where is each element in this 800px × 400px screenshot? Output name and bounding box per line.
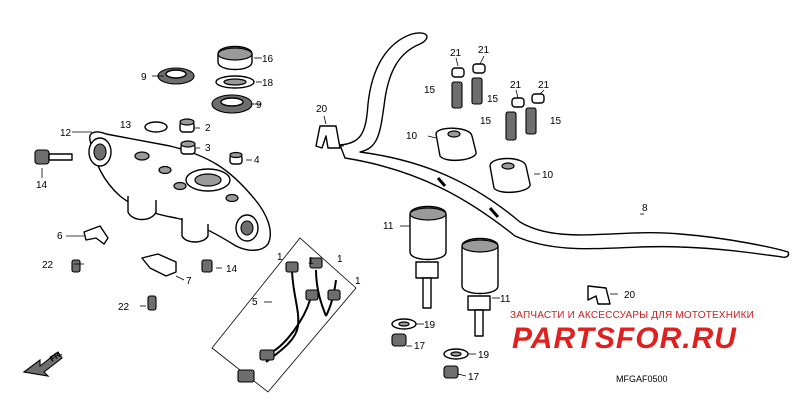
callout-13: 13 (120, 120, 132, 131)
wire-clamps (71, 225, 213, 311)
bolt-14-left (34, 149, 73, 165)
callout-22a: 22 (42, 260, 54, 271)
callout-16: 16 (262, 54, 274, 65)
bolts-15 (451, 63, 545, 141)
callout-15b: 15 (487, 94, 499, 105)
callout-3: 3 (205, 143, 211, 154)
bolt-caps (179, 118, 243, 165)
callout-17a: 17 (414, 341, 426, 352)
handlebar-part (339, 32, 790, 258)
callout-4: 4 (254, 155, 260, 166)
holder-upper (435, 127, 531, 194)
callout-1d: 1 (355, 276, 361, 287)
holder-lower-left (409, 205, 447, 309)
washers-nuts-lower (391, 318, 469, 379)
callout-15d: 15 (550, 116, 562, 127)
callout-21b: 21 (478, 45, 490, 56)
callout-6: 6 (57, 231, 63, 242)
callout-5: 5 (252, 297, 258, 308)
callout-21a: 21 (450, 48, 462, 59)
callout-18: 18 (262, 78, 274, 89)
front-direction-arrow: FR. (22, 349, 64, 377)
brand-logo: PARTSFOR.RU (512, 322, 737, 355)
callout-22b: 22 (118, 302, 130, 313)
callout-8: 8 (642, 203, 648, 214)
callout-19a: 19 (424, 320, 436, 331)
clips-20 (315, 125, 611, 305)
callout-20b: 20 (624, 290, 636, 301)
figure-code: MFGAF0500 (616, 374, 668, 384)
callout-11a: 11 (383, 221, 394, 232)
callout-15a: 15 (424, 85, 436, 96)
callout-1a: 1 (277, 252, 283, 263)
callout-labels: 9 16 18 9 13 12 2 3 4 14 6 22 7 14 22 5 … (36, 45, 648, 383)
callout-14b: 14 (226, 264, 238, 275)
callout-9: 9 (141, 72, 147, 83)
watermark-text: ЗАПЧАСТИ И АКСЕССУАРЫ ДЛЯ МОТОТЕХНИКИ (510, 310, 754, 321)
callout-19b: 19 (478, 350, 490, 361)
callout-1b: 1 (308, 256, 314, 267)
callout-20a: 20 (316, 104, 328, 115)
callout-17b: 17 (468, 372, 480, 383)
top-bridge-part (88, 131, 271, 251)
callout-9b: 9 (256, 100, 262, 111)
nut-washer-stack (211, 45, 255, 114)
callout-1c: 1 (337, 254, 343, 265)
callout-11b: 11 (500, 294, 511, 305)
callout-21c: 21 (510, 80, 522, 91)
holder-lower-right (461, 237, 499, 337)
callout-15c: 15 (480, 116, 492, 127)
callout-10a: 10 (406, 131, 418, 142)
callout-12: 12 (60, 128, 72, 139)
callout-21d: 21 (538, 80, 550, 91)
callout-7: 7 (186, 276, 192, 287)
callout-14a: 14 (36, 180, 48, 191)
washer-13 (144, 121, 168, 133)
callout-2: 2 (205, 123, 211, 134)
callout-10b: 10 (542, 170, 554, 181)
leader-lines (41, 55, 644, 377)
wire-harness-part (211, 237, 357, 393)
